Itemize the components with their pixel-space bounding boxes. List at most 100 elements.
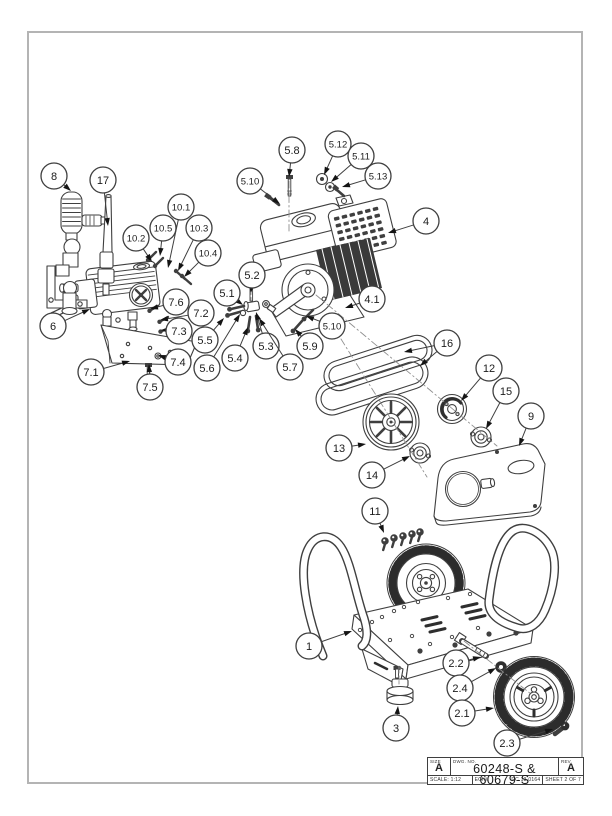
scale-label: SCALE: <box>430 777 449 783</box>
leader-arrowhead <box>146 364 153 373</box>
callout-label: 10.5 <box>154 223 173 234</box>
callout-label: 3 <box>393 723 399 735</box>
leader-arrowhead <box>150 304 159 310</box>
rev-value: A <box>567 762 575 774</box>
leader-arrowhead <box>487 668 496 675</box>
leader-line <box>470 670 492 683</box>
leader-line <box>335 164 352 179</box>
callout-balloon-2.3 <box>493 729 521 757</box>
callout-balloon-11 <box>361 497 389 525</box>
callout-balloon-8 <box>40 162 68 190</box>
callout-label: 7.3 <box>171 326 186 338</box>
cart-frame-drawing <box>299 523 560 687</box>
callout-balloon-5.11 <box>347 142 375 170</box>
leader-arrowhead <box>342 182 351 188</box>
leader-line <box>320 632 347 643</box>
callout-balloon-5.9 <box>296 332 324 360</box>
leader-line <box>409 345 435 352</box>
callout-balloon-17 <box>89 166 117 194</box>
callout-balloon-7.3 <box>165 317 193 345</box>
callout-balloon-5.2 <box>238 261 266 289</box>
callout-label: 10.4 <box>199 248 218 259</box>
leader-arrowhead <box>544 728 553 734</box>
callout-balloon-10.5 <box>149 214 177 242</box>
leader-line <box>187 261 200 274</box>
scale-value: 1:12 <box>450 777 462 783</box>
leader-line <box>424 350 438 363</box>
callout-balloon-14 <box>358 461 386 489</box>
callout-label: 5.4 <box>227 353 242 365</box>
callout-balloon-10.2 <box>122 224 150 252</box>
leader-line <box>520 427 527 441</box>
callout-balloon-7.4 <box>164 348 192 376</box>
callout-label: 5.1 <box>219 288 234 300</box>
ecn-value: DC 13-0164 <box>511 777 541 783</box>
size-label: SIZE <box>430 759 441 764</box>
leader-arrowhead <box>519 437 525 446</box>
leader-arrowhead <box>461 393 469 401</box>
callout-label: 8 <box>51 171 57 183</box>
callout-balloon-12 <box>475 354 503 382</box>
leader-arrowhead <box>295 329 303 337</box>
leader-line <box>165 314 189 320</box>
leader-arrowhead <box>242 327 248 336</box>
leader-line <box>464 377 482 397</box>
callout-balloon-5.4 <box>221 344 249 372</box>
callout-label: 4 <box>423 216 429 228</box>
callout-balloon-9 <box>517 402 545 430</box>
callout-label: 7.5 <box>142 382 157 394</box>
callout-label: 9 <box>528 411 534 423</box>
callout-balloon-2.1 <box>448 699 476 727</box>
callout-balloon-5.8 <box>278 136 306 164</box>
leader-arrowhead <box>158 355 167 361</box>
size-value: A <box>435 762 443 774</box>
support-foot-drawing <box>386 666 414 706</box>
leader-arrowhead <box>485 706 494 712</box>
leader-arrowhead <box>394 706 400 715</box>
leader-arrowhead <box>357 442 366 448</box>
title-block: SIZE A DWG. NO. 60248-S & 60679-S REV. A… <box>427 757 584 786</box>
callout-balloon-5.7 <box>276 353 304 381</box>
leader-line <box>383 458 406 470</box>
leader-arrowhead <box>104 217 110 226</box>
leader-line <box>488 402 501 425</box>
callout-label: 5.3 <box>258 341 273 353</box>
callout-balloon-10.1 <box>167 193 195 221</box>
callout-balloon-5.5 <box>191 326 219 354</box>
leader-line <box>257 317 263 335</box>
callout-label: 10.3 <box>190 223 209 234</box>
leader-line <box>103 362 125 369</box>
dwg-no-label: DWG. NO. <box>453 759 477 764</box>
callout-label: 16 <box>441 338 453 350</box>
sheet-value: SHEET 2 OF 7 <box>545 777 581 783</box>
leader-line <box>239 332 247 347</box>
leader-arrowhead <box>404 347 413 354</box>
leader-line <box>518 730 548 740</box>
leader-line <box>168 219 179 263</box>
callout-label: 5.7 <box>282 362 297 374</box>
callout-balloon-5.13 <box>364 162 392 190</box>
callout-label: 13 <box>333 443 345 455</box>
callout-balloon-5.10 <box>318 312 346 340</box>
leader-arrowhead <box>306 316 315 322</box>
bushing-15-drawing <box>469 426 493 448</box>
callout-label: 2.4 <box>452 683 467 695</box>
scale-cell: SCALE: 1:12 <box>428 776 473 785</box>
leader-arrowhead <box>255 312 261 321</box>
leader-arrowhead <box>184 269 192 277</box>
callout-label: 10.1 <box>172 202 191 213</box>
callout-label: 5.13 <box>369 171 388 182</box>
leader-line <box>393 224 415 232</box>
callout-label: 5.2 <box>244 270 259 282</box>
callout-label: 7.2 <box>193 308 208 320</box>
leader-arrowhead <box>233 314 240 323</box>
callout-label: 2.2 <box>448 658 463 670</box>
callout-label: 4.1 <box>364 294 379 306</box>
callout-balloon-10.4 <box>194 239 222 267</box>
callout-label: 5.8 <box>284 145 299 157</box>
callout-label: 5.10 <box>323 321 342 332</box>
axle-bolt-drawing <box>453 632 489 659</box>
leader-arrowhead <box>345 302 354 309</box>
callout-balloon-10.3 <box>185 214 213 242</box>
